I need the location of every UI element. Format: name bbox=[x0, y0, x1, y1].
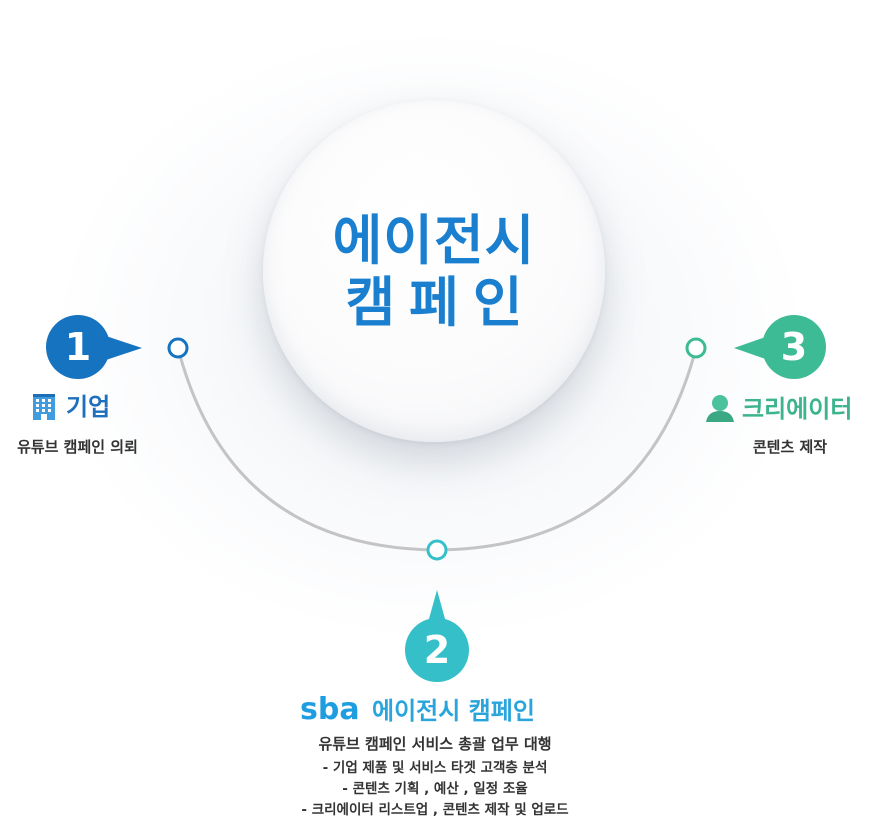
badge-1: 1 bbox=[46, 315, 110, 379]
user-icon bbox=[704, 393, 736, 427]
center-title-line2: 캠페인 bbox=[345, 271, 537, 334]
node-1-description: 유튜브 캠페인 의뢰 bbox=[17, 438, 138, 456]
node-dot-left bbox=[167, 337, 189, 359]
badge-2: 2 bbox=[405, 618, 469, 682]
node-2-description-line: - 콘텐츠 기획 , 예산 , 일정 조율 bbox=[342, 781, 528, 797]
node-2-description-title: 유튜브 캠페인 서비스 총괄 업무 대행 bbox=[318, 735, 552, 753]
building-icon bbox=[30, 392, 58, 426]
node-2-description-line: - 크리에이터 리스트업 , 콘텐츠 제작 및 업로드 bbox=[301, 802, 569, 818]
node-3-label: 크리에이터 bbox=[742, 395, 853, 423]
node-3-description: 콘텐츠 제작 bbox=[752, 438, 828, 456]
badge-3: 3 bbox=[762, 315, 826, 379]
node-2-header: sba 에이전시 캠페인 bbox=[300, 691, 535, 725]
node-2-description-line: - 기업 제품 및 서비스 타겟 고객층 분석 bbox=[322, 760, 548, 776]
node-dot-bottom bbox=[426, 539, 448, 561]
sba-logo: sba bbox=[300, 693, 366, 723]
badge-2-pointer bbox=[427, 590, 447, 626]
center-title-line1: 에이전시 bbox=[332, 209, 536, 272]
badge-1-pointer bbox=[100, 334, 142, 362]
node-dot-right bbox=[685, 337, 707, 359]
sba-logo-text: sba bbox=[300, 693, 360, 723]
node-1-label: 기업 bbox=[66, 393, 111, 421]
node-2-label: 에이전시 캠페인 bbox=[372, 696, 535, 725]
center-circle bbox=[263, 100, 605, 442]
